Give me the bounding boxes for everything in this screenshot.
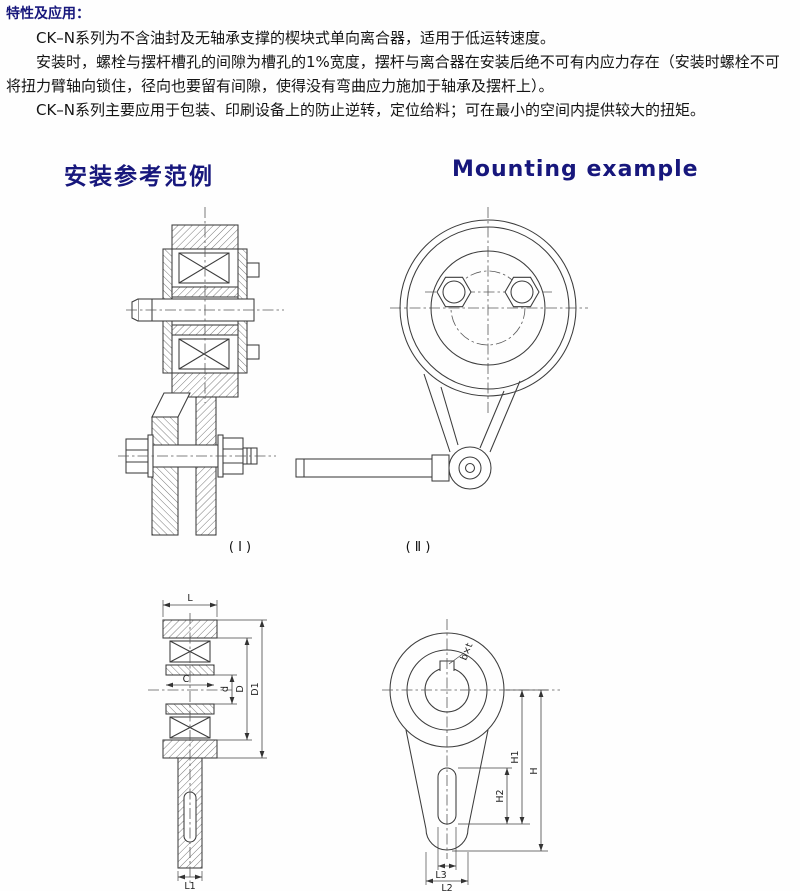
figure-installation-section-drawing: ( Ⅰ ) xyxy=(118,207,284,555)
heading-mounting-example-en: Mounting example xyxy=(452,157,699,182)
dim-label-L: L xyxy=(187,593,193,604)
dim-label-H: H xyxy=(529,767,540,774)
figure-dimension-front-drawing: b×t H2 H1 H L3 L2 xyxy=(382,619,560,891)
intro-paragraph-2: 安装时，螺栓与摆杆槽孔的间隙为槽孔的1%宽度，摆杆与离合器在安装后绝不可有内应力… xyxy=(6,53,780,95)
dim-label-D: D xyxy=(235,685,246,692)
intro-paragraph-3: CK–N系列主要应用于包装、印刷设备上的防止逆转，定位给料；可在最小的空间内提供… xyxy=(36,101,706,119)
dim-label-L1: L1 xyxy=(184,881,195,891)
intro-section: 特性及应用： CK–N系列为不含油封及无轴承支撑的楔块式单向离合器，适用于低运转… xyxy=(0,0,800,122)
fig2-caption: ( Ⅱ ) xyxy=(406,540,431,555)
dim-label-d: d xyxy=(220,686,231,692)
figures-canvas: ( Ⅰ ) ( Ⅱ ) xyxy=(118,207,588,891)
fig1-caption: ( Ⅰ ) xyxy=(229,540,251,555)
figure-mounting-front-drawing: ( Ⅱ ) xyxy=(295,207,588,555)
dim-label-D1: D1 xyxy=(250,682,261,695)
intro-paragraph-1: CK–N系列为不含油封及无轴承支撑的楔块式单向离合器，适用于低运转速度。 xyxy=(36,29,556,47)
dim-label-H2: H2 xyxy=(495,789,506,802)
dim-label-H1: H1 xyxy=(510,750,521,763)
dim-label-C: C xyxy=(183,674,190,685)
heading-installation-example-cn: 安装参考范例 xyxy=(64,164,214,190)
dim-label-L2: L2 xyxy=(441,883,452,891)
intro-title: 特性及应用： xyxy=(6,6,90,22)
dim-label-L3: L3 xyxy=(435,870,446,881)
figure-dimension-section-drawing: L C d D D1 xyxy=(148,593,267,891)
